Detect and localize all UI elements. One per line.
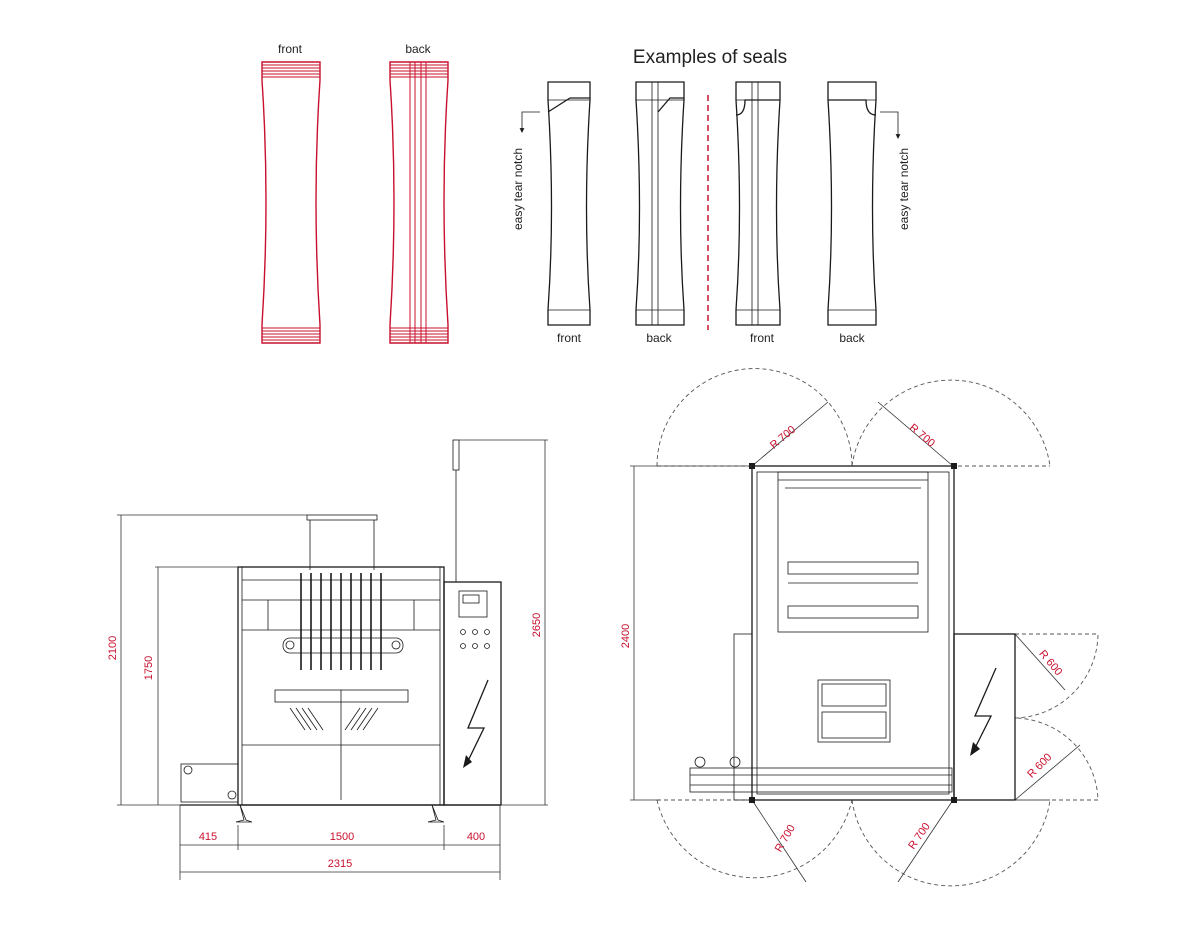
dim-r700-bl: R 700 [773, 823, 798, 854]
stick-pack-front: front [261, 42, 321, 344]
stick-back-label: back [405, 42, 431, 56]
seal-example-3: front [735, 81, 781, 345]
dim-1500: 1500 [330, 831, 354, 843]
svg-text:back: back [839, 331, 865, 345]
svg-text:easy tear notch: easy tear notch [897, 148, 911, 230]
svg-text:back: back [646, 331, 672, 345]
seal-example-2: back [635, 81, 685, 345]
dim-r700-tl: R 700 [768, 424, 798, 452]
dim-415: 415 [199, 831, 217, 843]
top-view-dimensions: 2400 R 700 R 700 R 700 R 700 R 600 R 600 [620, 422, 1064, 855]
stick-pack-back: back [389, 42, 449, 344]
stick-front-label: front [278, 42, 303, 56]
machine-top-view [656, 368, 1099, 887]
dim-r700-tr: R 700 [907, 422, 937, 450]
svg-text:front: front [750, 331, 775, 345]
side-view-dimensions: 2100 1750 2650 415 1500 400 2315 [107, 439, 548, 880]
dim-2100: 2100 [107, 636, 119, 660]
dim-r600-bottom: R 600 [1025, 751, 1054, 780]
dim-2650: 2650 [531, 613, 543, 637]
dim-400: 400 [467, 831, 485, 843]
seals-title: Examples of seals [633, 47, 787, 68]
dim-2315: 2315 [328, 858, 352, 870]
dim-1750: 1750 [143, 656, 155, 680]
svg-text:front: front [557, 331, 582, 345]
seal-example-4: back [827, 81, 877, 345]
seal-example-1: front [547, 81, 591, 345]
dim-2400: 2400 [620, 624, 632, 648]
easy-tear-notch-left: easy tear notch [511, 111, 540, 230]
svg-text:easy tear notch: easy tear notch [511, 148, 525, 230]
lightning-icon [463, 679, 489, 768]
lightning-icon-top [970, 667, 997, 756]
machine-side-view [180, 439, 502, 823]
easy-tear-notch-right: easy tear notch [880, 111, 911, 230]
